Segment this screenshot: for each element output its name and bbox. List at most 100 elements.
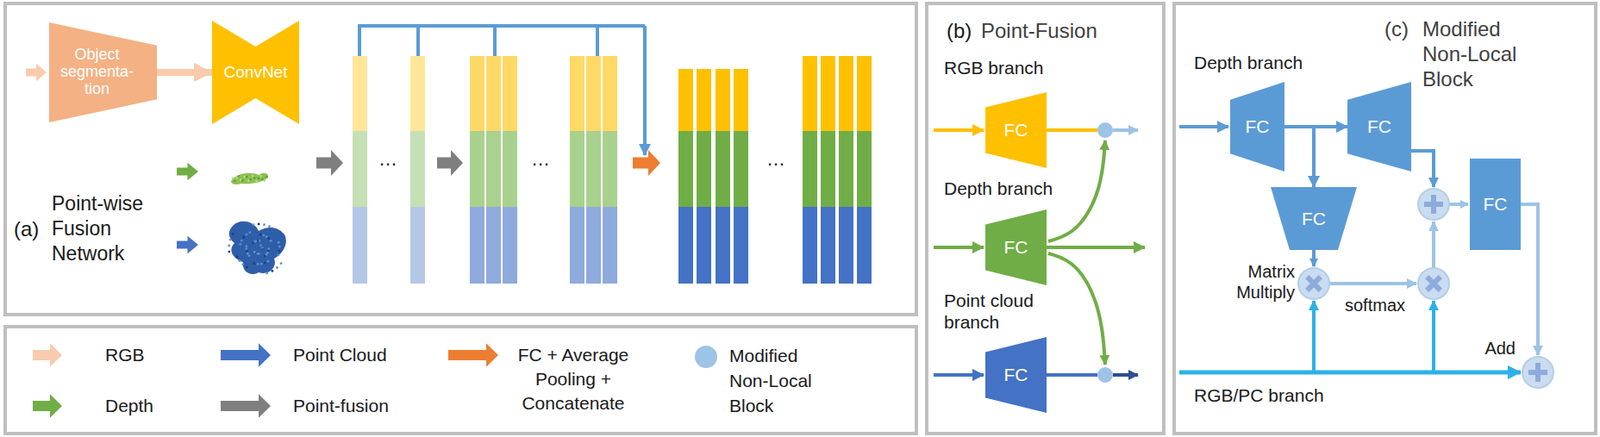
point-dot (278, 250, 282, 253)
skip-connection (416, 25, 420, 57)
depth-blob (231, 173, 269, 185)
depth-branch-arrow (933, 245, 984, 250)
depth-to-pc-block (1048, 253, 1106, 365)
annotation-label: Modified Non-Local Block (1422, 17, 1544, 92)
panel-border (5, 3, 917, 315)
point-dot (229, 238, 232, 242)
point-dot (251, 175, 255, 178)
operator-circle (1522, 356, 1554, 388)
node-label-box: FC (985, 209, 1047, 286)
operator-stroke (1431, 194, 1437, 214)
panel-border (926, 3, 1164, 434)
point-dot (275, 266, 279, 269)
legend-arrow (448, 343, 499, 368)
feature-segment (678, 131, 694, 207)
annotation-label: RGB/PC branch (1193, 384, 1325, 407)
point-dot (259, 175, 263, 178)
operator-stroke (1306, 276, 1321, 291)
pointcloud-input-arrow (176, 236, 199, 255)
point-dot (244, 247, 248, 250)
point-dot (269, 239, 273, 243)
feature-segment (486, 206, 501, 284)
point-dot (238, 259, 242, 263)
point-dot (239, 178, 243, 182)
operator-stroke (1306, 276, 1321, 291)
annotation-label: Add (1465, 337, 1516, 359)
point-dot (265, 235, 269, 238)
legend-arrow (32, 343, 63, 368)
point-dot (231, 177, 235, 181)
rgb-pc-branch (1431, 300, 1436, 371)
key-path (1411, 150, 1434, 188)
point-fusion-arrow (316, 150, 344, 176)
feature-segment (602, 56, 618, 132)
point-dot (253, 176, 257, 180)
point-dot (262, 223, 266, 226)
feature-segment (678, 68, 694, 132)
feature-segment (820, 56, 836, 132)
feature-segment (602, 206, 618, 284)
legend-swatch (220, 343, 271, 368)
connector-arrow (1284, 126, 1314, 188)
point-dot (247, 179, 250, 182)
feature-segment (410, 56, 425, 132)
point-dot (253, 262, 257, 265)
point-dot (259, 233, 263, 237)
node-label-box: FC (985, 92, 1047, 169)
point-dot (257, 252, 261, 256)
point-dot (236, 255, 239, 258)
point-dot (245, 266, 249, 269)
pc-out-arrow (1112, 373, 1138, 377)
pc-branch-arrow (933, 373, 984, 377)
rgb-out-arrow (1112, 128, 1138, 132)
feature-segment (838, 206, 854, 284)
point-dot (245, 233, 249, 237)
point-dot (249, 178, 252, 182)
feature-segment (733, 68, 749, 132)
rgb-to-block (1046, 128, 1098, 132)
feature-segment (838, 131, 854, 207)
node-fill (1347, 81, 1412, 172)
node-fill (1230, 81, 1285, 172)
node-label: FC (1245, 116, 1270, 137)
point-dot (267, 260, 270, 263)
node-label-box: FC (1230, 81, 1285, 172)
softmax-path (1329, 281, 1417, 286)
feature-segment (715, 68, 731, 132)
operator-circle (1412, 262, 1457, 307)
feature-segment (502, 56, 518, 132)
node-fill (985, 209, 1047, 286)
point-dot (267, 247, 270, 250)
point-dot (261, 178, 264, 182)
annotation-label: (b) (946, 18, 972, 44)
legend-text: Point-fusion (293, 394, 389, 417)
feature-segment (469, 131, 485, 207)
skip-connection (359, 25, 645, 57)
point-dot (241, 262, 244, 266)
annotation-label: Point-Fusion (981, 18, 1098, 44)
annotation-label: Point-wise Fusion Network (51, 191, 177, 266)
feature-segment (569, 206, 585, 284)
feature-segment (602, 131, 618, 207)
feature-segment (410, 131, 425, 207)
legend-swatch (694, 345, 718, 369)
fc-layer: FC (1469, 158, 1521, 250)
feature-segment (715, 206, 731, 284)
point-dot (227, 244, 231, 248)
legend-swatch (32, 393, 63, 419)
point-dot (257, 223, 261, 226)
legend-arrow (32, 393, 63, 419)
feature-segment (733, 131, 749, 207)
node-label-box: FC (985, 337, 1047, 413)
feature-columns (352, 56, 872, 284)
depth-point-cloud (231, 173, 269, 185)
feature-segment (856, 56, 872, 132)
point-dot (240, 239, 244, 243)
pc-blob (229, 221, 287, 275)
legend-text: Modified Non-Local Block (729, 343, 833, 419)
point-dot (242, 236, 245, 239)
depth-to-rgb-block (1048, 140, 1106, 242)
point-dot (241, 179, 244, 182)
